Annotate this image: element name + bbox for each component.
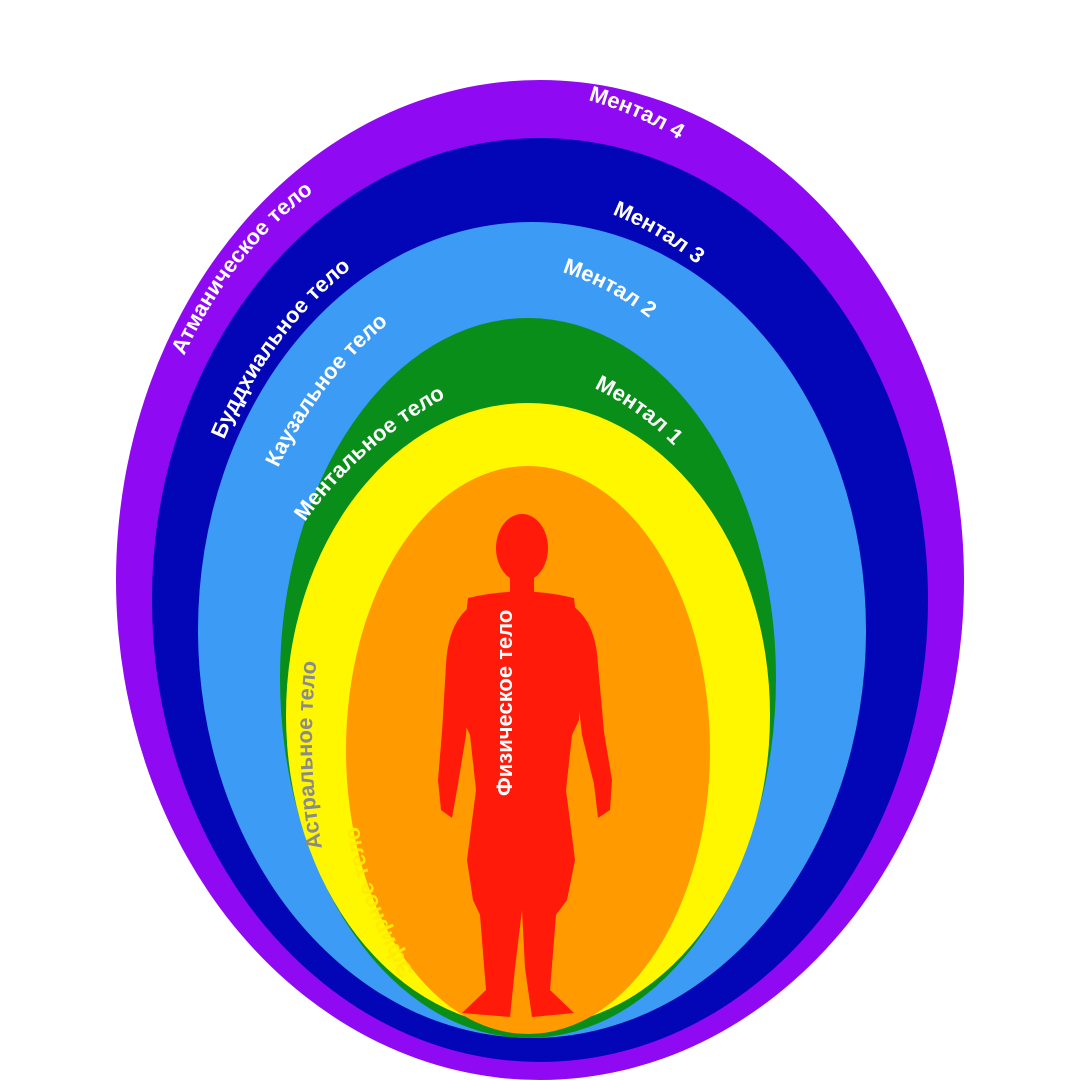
physical-body-label: Физическое тело: [492, 610, 517, 796]
human-silhouette-icon: [438, 514, 612, 1017]
